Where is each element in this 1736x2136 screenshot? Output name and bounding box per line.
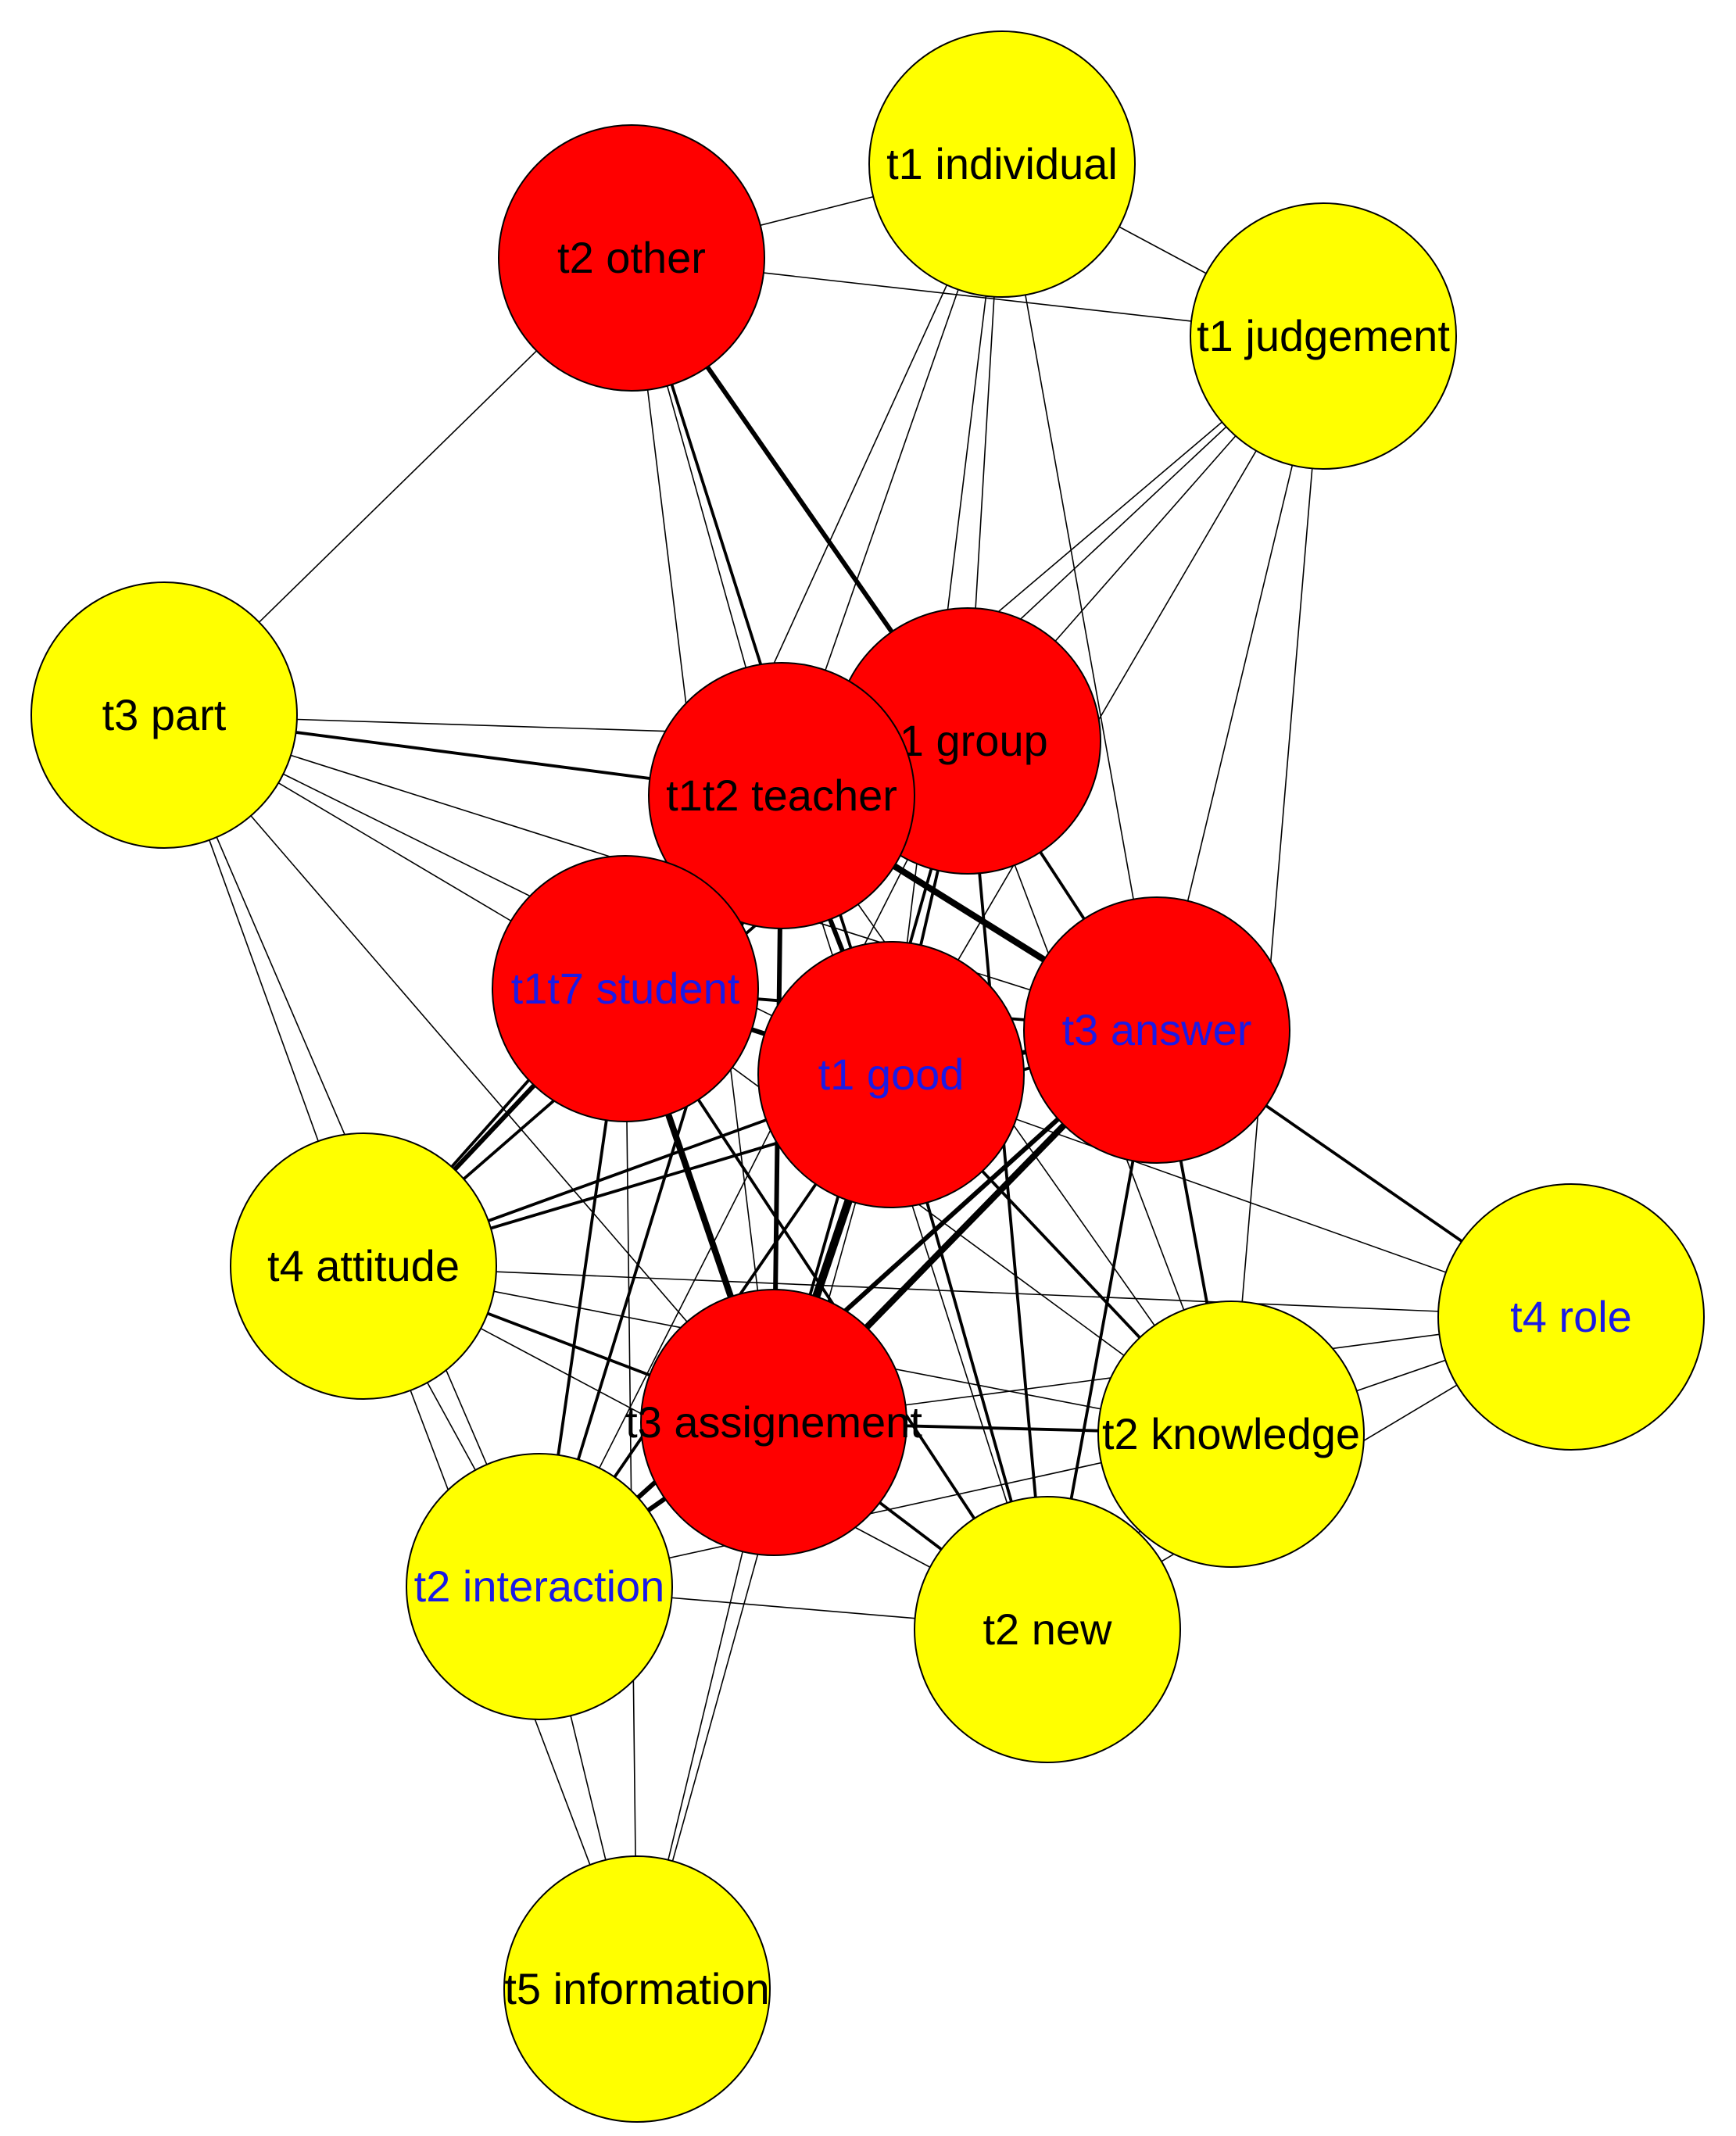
node-label-other: t2 other	[557, 233, 706, 282]
node-label-interaction: t2 interaction	[414, 1562, 665, 1611]
node-label-individual: t1 individual	[886, 139, 1118, 188]
node-label-information: t5 information	[504, 1964, 769, 2013]
node-circle-information	[503, 1855, 771, 2123]
node-label-knowledge: t2 knowledge	[1102, 1409, 1360, 1458]
node-label-role: t4 role	[1510, 1292, 1632, 1341]
node-label-teacher: t1t2 teacher	[666, 771, 897, 820]
node-student: t1t7 student	[492, 855, 759, 1122]
node-new: t2 new	[914, 1496, 1181, 1763]
edge-part-good	[163, 714, 892, 1075]
node-label-attitude: t4 attitude	[267, 1241, 460, 1290]
node-information: t5 information	[503, 1855, 771, 2123]
edge-group-interaction	[539, 740, 968, 1587]
node-circle-assignement	[640, 1289, 907, 1556]
node-label-answer: t3 answer	[1062, 1005, 1252, 1054]
node-role: t4 role	[1437, 1183, 1705, 1451]
edge-answer-interaction	[537, 1028, 1159, 1589]
node-circle-answer	[1023, 896, 1290, 1164]
node-circle-good	[757, 941, 1025, 1208]
node-interaction: t2 interaction	[406, 1453, 673, 1720]
nodes-layer: t1 individual t2 other t1 judgement t3 part…	[30, 30, 1705, 2123]
node-judgement: t1 judgement	[1190, 202, 1457, 470]
node-label-good: t1 good	[818, 1050, 965, 1099]
node-label-new: t2 new	[983, 1605, 1113, 1654]
node-circle-other	[498, 124, 765, 392]
node-circle-part	[30, 581, 298, 849]
node-attitude: t4 attitude	[230, 1132, 497, 1400]
node-circle-teacher	[648, 662, 915, 929]
node-individual: t1 individual	[868, 30, 1136, 298]
edge-individual-answer	[1001, 163, 1158, 1031]
edge-teacher-new	[781, 795, 1048, 1630]
edge-student-information	[625, 988, 638, 1990]
edge-part-assignement	[163, 714, 775, 1423]
node-circle-knowledge	[1097, 1301, 1365, 1568]
edge-attitude-role	[363, 1265, 1572, 1318]
node-label-assignement: t3 assignement	[625, 1397, 922, 1447]
node-circle-individual	[868, 30, 1136, 298]
node-circle-role	[1437, 1183, 1705, 1451]
node-label-part: t3 part	[102, 690, 227, 739]
node-label-judgement: t1 judgement	[1197, 311, 1450, 360]
edge-judgement-good	[890, 335, 1324, 1075]
node-part: t3 part	[30, 581, 298, 849]
node-teacher: t1t2 teacher	[648, 662, 915, 929]
node-knowledge: t2 knowledge	[1097, 1301, 1365, 1568]
node-circle-student	[492, 855, 759, 1122]
node-other: t2 other	[498, 124, 765, 392]
node-assignement: t3 assignement	[625, 1289, 922, 1556]
node-answer: t3 answer	[1023, 896, 1290, 1164]
node-label-student: t1t7 student	[511, 964, 740, 1013]
node-circle-new	[914, 1496, 1181, 1763]
node-circle-judgement	[1190, 202, 1457, 470]
node-good: t1 good	[757, 941, 1025, 1208]
node-circle-attitude	[230, 1132, 497, 1400]
node-circle-interaction	[406, 1453, 673, 1720]
edge-judgement-knowledge	[1230, 335, 1324, 1435]
node-label-group: t1 group	[887, 716, 1048, 765]
